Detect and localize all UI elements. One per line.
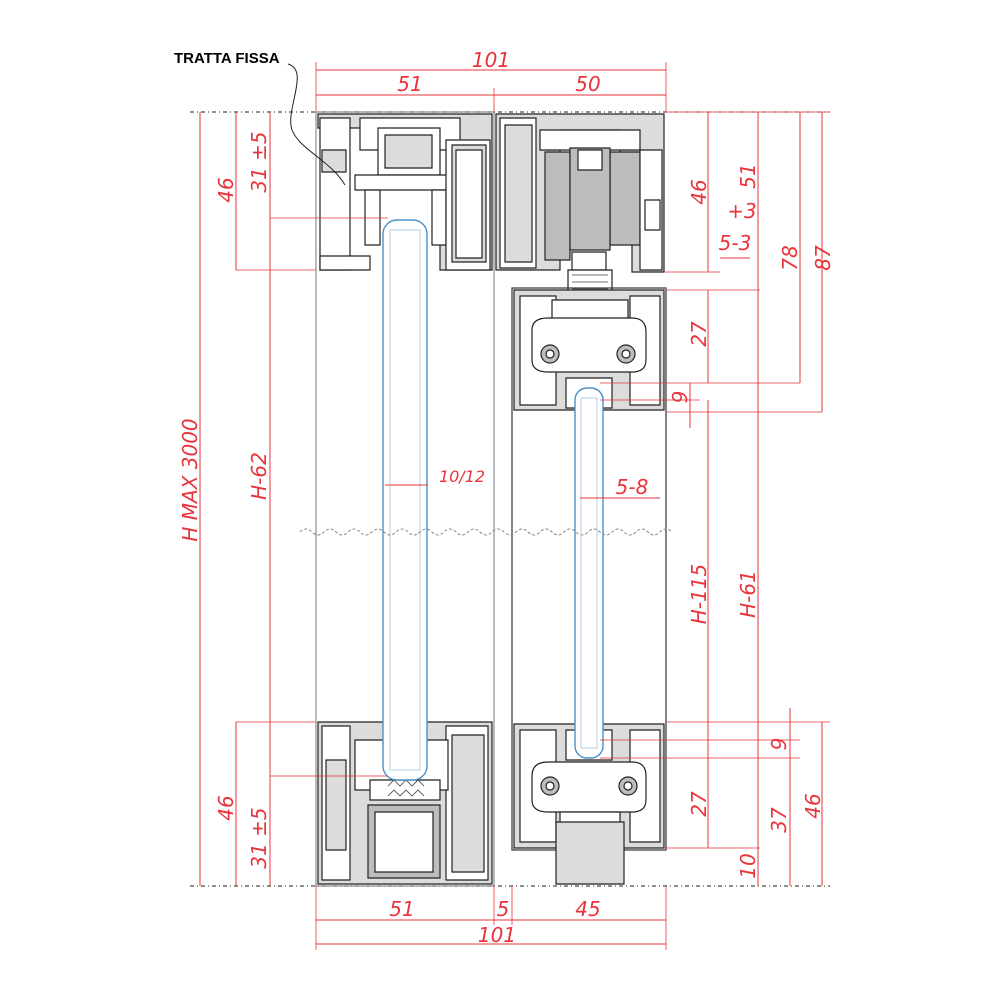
dim-sliding-top-46: 46 bbox=[687, 179, 711, 204]
dim-sliding-9-top: 9 bbox=[668, 391, 692, 404]
dim-sliding-5-3: 5-3 bbox=[719, 231, 752, 255]
dim-sliding-27-bottom: 27 bbox=[687, 791, 711, 817]
dim-glass-sliding: 5-8 bbox=[616, 475, 649, 499]
tratta-fissa-label: TRATTA FISSA bbox=[174, 50, 280, 67]
dim-top-total: 101 bbox=[472, 48, 510, 72]
dim-sliding-27-top: 27 bbox=[687, 321, 711, 347]
dim-fixed-top-46: 46 bbox=[214, 177, 238, 202]
dim-fixed-bottom-46: 46 bbox=[214, 795, 238, 820]
dim-sliding-46-bottom: 46 bbox=[801, 793, 825, 818]
dim-glass-fixed: 10/12 bbox=[439, 467, 485, 486]
dim-bottom-right: 45 bbox=[575, 897, 600, 921]
dim-bottom-left: 51 bbox=[389, 897, 414, 921]
break-line bbox=[299, 528, 673, 536]
dim-sliding-37: 37 bbox=[767, 807, 791, 833]
dim-fixed-top-31: 31 ±5 bbox=[247, 131, 271, 192]
dimension-lines bbox=[199, 62, 830, 950]
dim-sliding-51: 51 bbox=[736, 163, 760, 188]
fixed-glass bbox=[382, 219, 428, 781]
fixed-panel bbox=[315, 111, 495, 887]
dim-sliding-78: 78 bbox=[778, 245, 802, 270]
dim-sliding-h61: H-61 bbox=[736, 570, 760, 618]
dim-top-right: 50 bbox=[575, 72, 600, 96]
dim-h-max: H MAX 3000 bbox=[178, 418, 202, 541]
dim-bottom-gap: 5 bbox=[497, 897, 510, 921]
dim-bottom-total: 101 bbox=[478, 923, 516, 947]
dim-sliding-87: 87 bbox=[811, 245, 835, 271]
dim-sliding-10: 10 bbox=[736, 853, 760, 878]
dim-fixed-h62: H-62 bbox=[247, 452, 271, 500]
dim-sliding-plus3: +3 bbox=[727, 199, 756, 223]
dim-sliding-h115: H-115 bbox=[687, 564, 711, 624]
sliding-glass bbox=[574, 387, 604, 759]
dim-fixed-bottom-31: 31 ±5 bbox=[247, 807, 271, 868]
sliding-panel bbox=[495, 113, 667, 885]
dim-top-left: 51 bbox=[397, 72, 422, 96]
dim-sliding-9-bottom: 9 bbox=[767, 738, 791, 751]
